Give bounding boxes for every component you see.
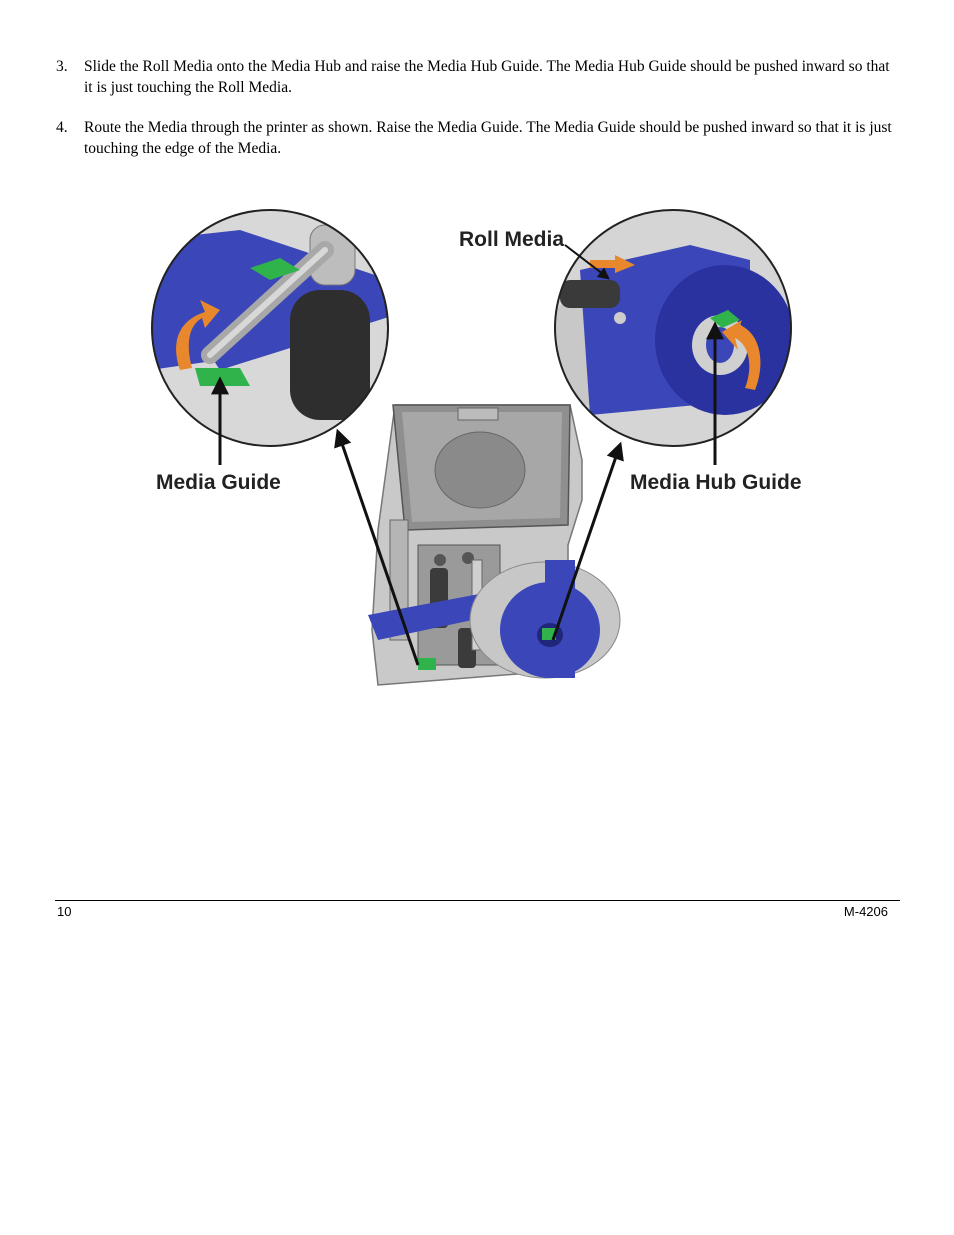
document-id: M-4206 [843,904,888,919]
step-number: 3. [56,58,68,75]
step-number: 4. [56,119,68,136]
leader-arrows [211,244,724,666]
step-text: Slide the Roll Media onto the Media Hub … [84,58,890,96]
media-guide-label: Media Guide [156,471,281,494]
media-hub-guide-label: Media Hub Guide [630,471,802,494]
printer-media-loading-illustration: Media Guide Roll Media Media Hub Guide [151,209,802,686]
printer-body [368,404,621,686]
roll-media-label: Roll Media [459,228,564,251]
media-hub-guide-zoom-circle [554,209,792,447]
page-number: 10 [57,904,72,919]
media-guide-zoom-circle [151,209,389,447]
footer-divider [55,900,900,901]
step-text: Route the Media through the printer as s… [84,119,892,157]
